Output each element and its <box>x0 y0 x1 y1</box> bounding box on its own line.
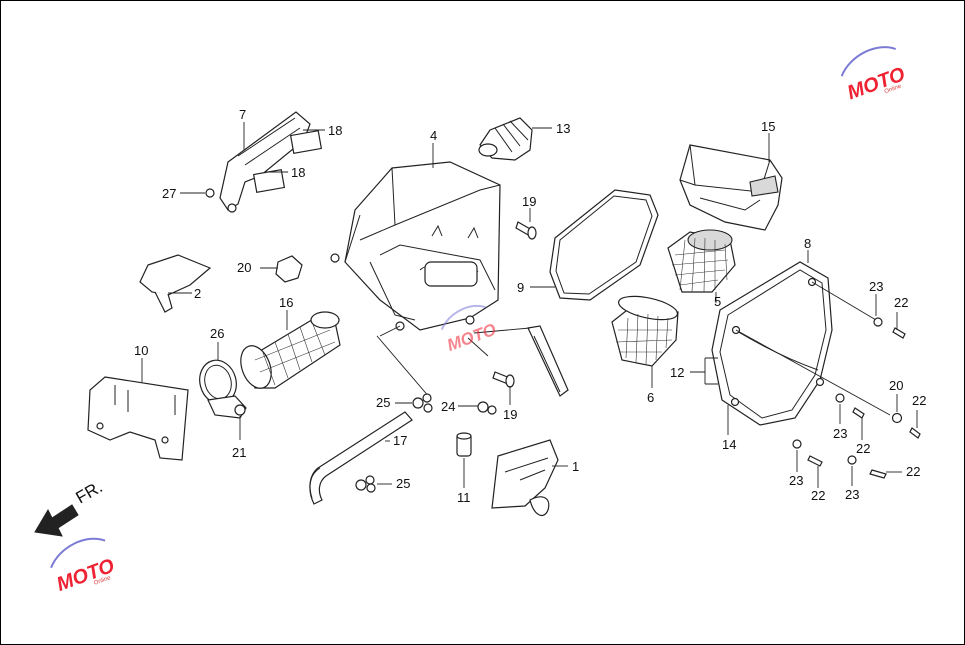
callout-11: 11 <box>457 490 471 505</box>
front-direction-arrow: FR. <box>34 477 106 537</box>
callout-18-upper: 18 <box>328 123 342 138</box>
callout-labels: 1 2 4 5 6 7 8 9 10 11 12 13 14 15 16 17 … <box>134 107 926 505</box>
callout-19-upper: 19 <box>522 194 536 209</box>
callout-14: 14 <box>722 437 736 452</box>
hardware-right <box>792 294 921 479</box>
callout-27: 27 <box>162 186 176 201</box>
part-filter-element-6 <box>611 295 679 388</box>
callout-16: 16 <box>279 295 293 310</box>
callout-4: 4 <box>430 128 437 143</box>
callout-23-c: 23 <box>789 473 803 488</box>
callout-23-b: 23 <box>833 426 847 441</box>
callout-25-upper: 25 <box>376 395 390 410</box>
leader-lines <box>377 312 918 488</box>
callout-22-d: 22 <box>906 464 920 479</box>
callout-6: 6 <box>647 390 654 405</box>
callout-24: 24 <box>441 399 455 414</box>
part-bolts-19 <box>492 208 537 405</box>
callout-8: 8 <box>804 236 811 251</box>
direction-label: FR. <box>73 477 106 507</box>
part-filter-element-5 <box>667 229 736 303</box>
callout-2: 2 <box>194 286 201 301</box>
part-clip <box>260 255 303 283</box>
callout-1: 1 <box>572 459 579 474</box>
callout-7: 7 <box>239 107 246 122</box>
part-gasket <box>530 189 659 301</box>
part-elbow-tube <box>478 117 552 161</box>
part-capsule <box>467 325 569 397</box>
callout-12: 12 <box>670 365 684 380</box>
callout-21: 21 <box>232 445 246 460</box>
callout-19-lower: 19 <box>503 407 517 422</box>
watermark-logo-text-3: MOTO <box>444 320 498 355</box>
callout-5: 5 <box>714 294 721 309</box>
callout-17: 17 <box>393 433 407 448</box>
callout-15: 15 <box>761 119 775 134</box>
callout-26: 26 <box>210 326 224 341</box>
callout-23-a: 23 <box>869 279 883 294</box>
callout-22-b: 22 <box>912 393 926 408</box>
part-air-cleaner-case <box>330 143 501 331</box>
watermark-bottom-left: MOTO Online <box>50 537 118 596</box>
callout-25-lower: 25 <box>396 476 410 491</box>
watermark-top-right: MOTO Online <box>840 46 908 104</box>
watermark-tagline-2: Online <box>93 575 112 587</box>
callout-22-a: 22 <box>894 295 908 310</box>
watermark-tagline: Online <box>884 83 903 95</box>
part-bracket-2 <box>139 254 212 313</box>
part-drain-plug <box>456 432 472 488</box>
part-air-cleaner-cover <box>711 250 891 435</box>
part-front-cover <box>491 439 568 517</box>
callout-20-left: 20 <box>237 260 251 275</box>
part-drain-hose <box>309 325 431 505</box>
part-small-clamps <box>355 393 497 493</box>
part-12-bracket <box>690 357 718 385</box>
callout-9: 9 <box>517 280 524 295</box>
part-plate <box>87 358 189 461</box>
part-duct-cover <box>679 133 783 231</box>
callout-22-c: 22 <box>856 441 870 456</box>
part-clamp <box>199 342 247 440</box>
part-intake-duct <box>240 310 341 389</box>
callout-20-right: 20 <box>889 378 903 393</box>
callout-22-e: 22 <box>811 488 825 503</box>
callout-10: 10 <box>134 343 148 358</box>
callout-18-lower: 18 <box>291 165 305 180</box>
callout-13: 13 <box>556 121 570 136</box>
callout-23-d: 23 <box>845 487 859 502</box>
part-holder-7 <box>180 111 325 213</box>
